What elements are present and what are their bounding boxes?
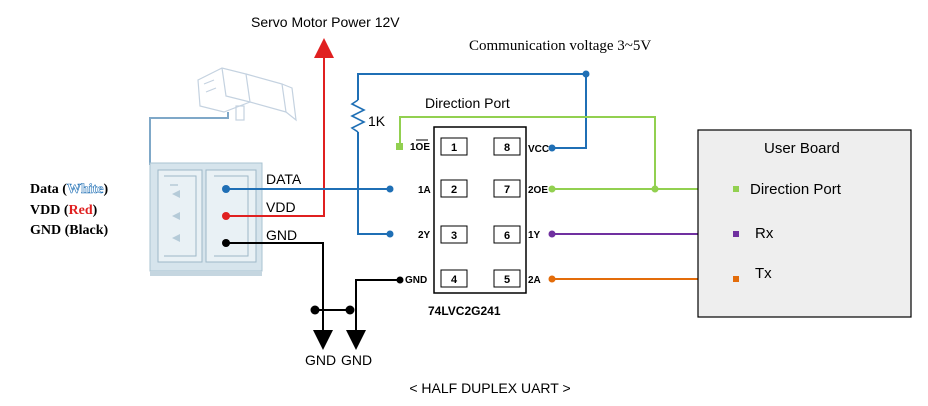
- servo-motor-icon: [197, 67, 297, 122]
- pin-num-6: 6: [504, 230, 510, 242]
- diagram-title: < HALF DUPLEX UART >: [409, 380, 570, 396]
- chip-pin-numbers: 1 2 3 4 8 7 6 5: [451, 142, 510, 286]
- data-wire-label: DATA: [266, 171, 302, 187]
- wire-legend: Data (White) VDD (Red) GND (Black): [30, 182, 109, 238]
- user-board-rx: Rx: [755, 225, 774, 242]
- user-board-tx: Tx: [755, 265, 772, 282]
- pin-num-3: 3: [451, 230, 457, 242]
- chip-name: 74LVC2G241: [428, 304, 501, 318]
- connector-pin-dots: [222, 185, 230, 247]
- pin-label-vcc: VCC: [528, 144, 549, 155]
- chip-pin-dots: [386, 143, 556, 284]
- vcc-wire: [350, 70, 590, 235]
- servo-power-wire: [226, 38, 334, 217]
- user-board-title: User Board: [764, 140, 840, 157]
- resistor-label: 1K: [368, 113, 386, 129]
- user-board-direction-port: Direction Port: [750, 181, 842, 198]
- pin-label-2a: 2A: [528, 275, 541, 286]
- ground-label-2: GND: [341, 352, 372, 368]
- gnd-wire-label: GND: [266, 227, 297, 243]
- vdd-wire-label: VDD: [266, 199, 296, 215]
- user-board: [697, 129, 912, 318]
- comm-voltage-label: Communication voltage 3~5V: [469, 38, 651, 54]
- pin-label-1y: 1Y: [528, 230, 541, 241]
- legend-data: Data (White): [30, 182, 109, 197]
- direction-port-title: Direction Port: [425, 95, 510, 111]
- gnd-wire: [226, 242, 400, 350]
- servo-connector: [149, 162, 263, 276]
- pin-label-1oe: 1OE: [410, 142, 430, 153]
- servo-power-label: Servo Motor Power 12V: [251, 14, 400, 30]
- pin-num-1: 1: [451, 142, 457, 154]
- legend-vdd: VDD (Red): [30, 203, 98, 218]
- pin-label-gnd: GND: [405, 275, 427, 286]
- pin-num-2: 2: [451, 184, 457, 196]
- ground-label-1: GND: [305, 352, 336, 368]
- pin-label-2y: 2Y: [418, 230, 431, 241]
- pin-label-1a: 1A: [418, 185, 431, 196]
- pin-num-5: 5: [504, 274, 510, 286]
- pin-label-2oe: 2OE: [528, 185, 548, 196]
- pin-num-4: 4: [451, 274, 458, 286]
- chip-pin-labels: 1OE 1A 2Y GND VCC 2OE 1Y 2A: [405, 139, 549, 286]
- legend-gnd: GND (Black): [30, 223, 109, 238]
- servo-cable: [149, 112, 229, 165]
- chip-74lvc2g241: [433, 126, 527, 294]
- pin-num-7: 7: [504, 184, 510, 196]
- pin-num-8: 8: [504, 142, 510, 154]
